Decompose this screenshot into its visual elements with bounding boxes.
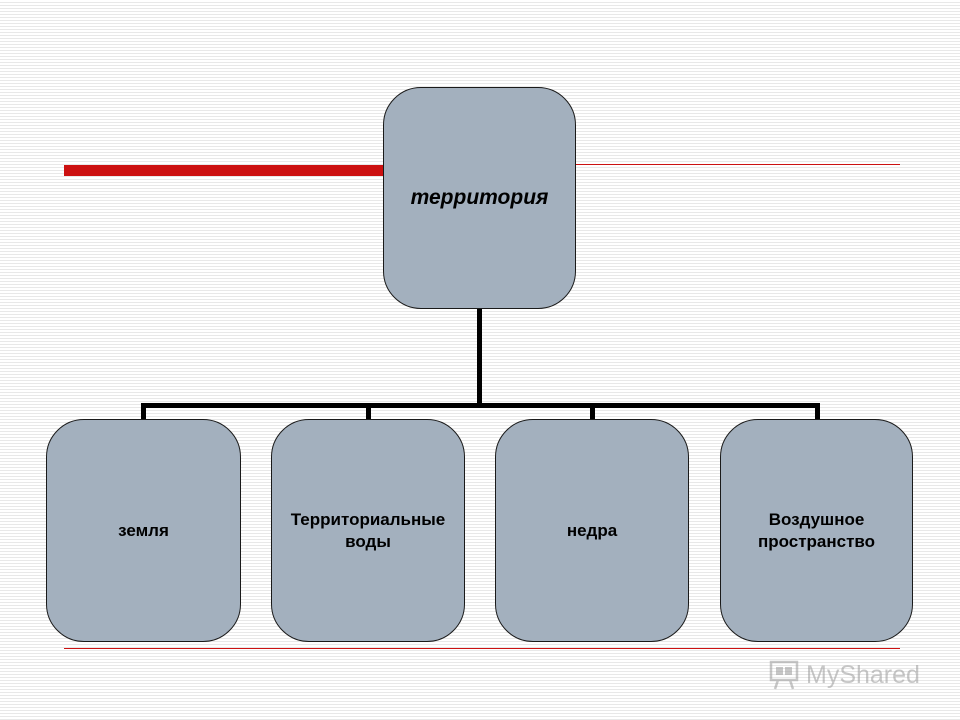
watermark: MyShared (768, 657, 920, 693)
child-node-label: недра (566, 520, 618, 540)
accent-bar (64, 165, 386, 176)
child-node-4: Воздушное пространство (720, 419, 913, 642)
child-node-3: недра (495, 419, 689, 642)
accent-line-top (386, 164, 900, 165)
connector-horizontal (141, 403, 820, 408)
watermark-text: MyShared (806, 660, 920, 689)
child-node-1: земля (46, 419, 241, 642)
child-node-label: Территориальные воды (290, 509, 446, 551)
connector-drop-4 (815, 403, 820, 419)
child-node-2: Территориальные воды (271, 419, 465, 642)
connector-drop-2 (366, 403, 371, 419)
presentation-board-icon (769, 660, 799, 690)
root-node-label: территория (410, 186, 549, 209)
connector-drop-1 (141, 403, 146, 419)
child-node-label: земля (118, 520, 169, 540)
connector-drop-3 (590, 403, 595, 419)
accent-line-bottom (64, 648, 900, 649)
root-node: территория (383, 87, 576, 309)
connector-root-stem (477, 309, 482, 407)
child-node-label: Воздушное пространство (757, 509, 876, 551)
